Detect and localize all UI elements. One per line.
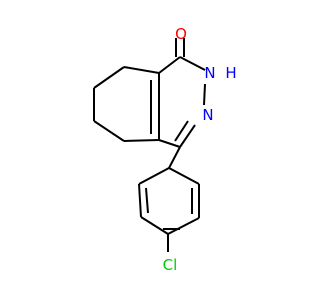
bond-c-c xyxy=(93,66,125,89)
nh-hydrogen-label: H xyxy=(225,64,236,82)
bond-c-n xyxy=(179,56,206,71)
bond-c-c xyxy=(167,217,200,235)
bond-c-c xyxy=(138,167,170,185)
bond-aromatic-inner xyxy=(145,187,149,214)
bond-n-c xyxy=(179,124,196,148)
bond-n-c-double xyxy=(174,120,189,142)
molecule-drawing: O N H N Cl xyxy=(93,25,237,274)
bond-c-c xyxy=(140,216,169,235)
structure-canvas: O N H N Cl xyxy=(93,25,237,274)
bond-c-c xyxy=(158,56,181,74)
bond-c-c xyxy=(93,120,125,142)
nh-nitrogen-label: N xyxy=(204,64,215,82)
chlorine-label: Cl xyxy=(163,256,178,274)
bond-c-c xyxy=(158,139,181,148)
ring-nitrogen-label: N xyxy=(202,106,213,124)
bond-n-n xyxy=(203,83,206,106)
bond-c-c xyxy=(123,139,160,142)
oxygen-label: O xyxy=(175,25,187,43)
bond-c-c xyxy=(168,146,181,169)
bond-c-c xyxy=(123,66,160,74)
bond-c-c xyxy=(168,167,200,185)
bond-c-c xyxy=(138,183,142,218)
